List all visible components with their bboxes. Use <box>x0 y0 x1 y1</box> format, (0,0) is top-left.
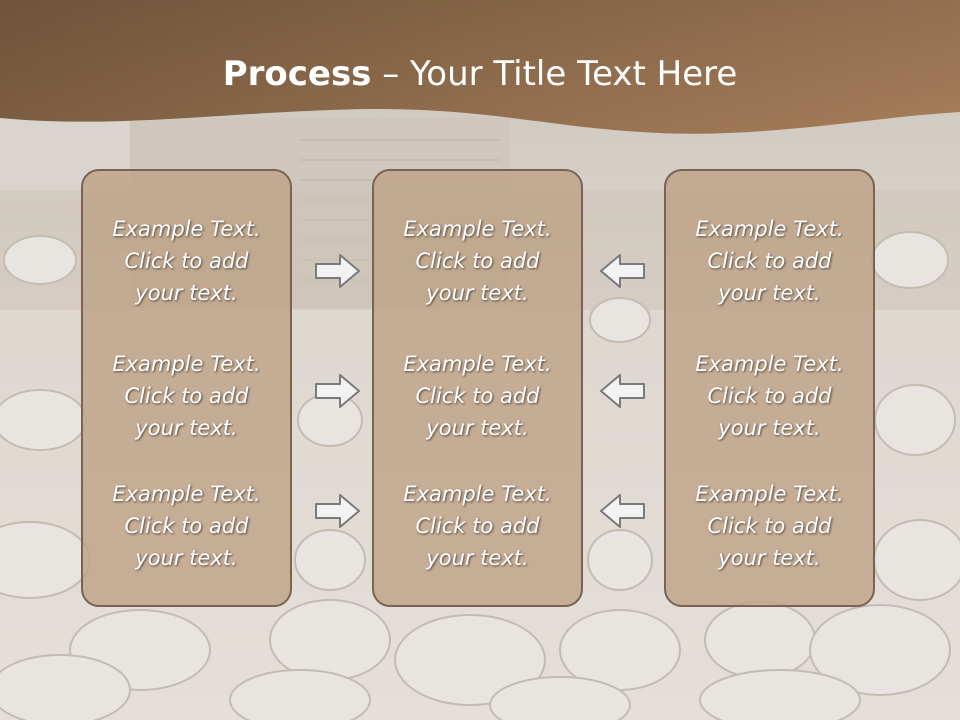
process-panel-right[interactable]: Example Text. Click to add your text. Ex… <box>664 169 875 607</box>
text-line: your text. <box>718 281 821 305</box>
arrow-right-icon <box>315 494 360 528</box>
text-line: Example Text. <box>112 352 261 376</box>
text-line: Click to add <box>124 514 249 538</box>
text-line: Example Text. <box>403 352 552 376</box>
text-line: Click to add <box>707 384 832 408</box>
text-line: Example Text. <box>112 217 261 241</box>
text-line: Example Text. <box>695 352 844 376</box>
text-line: Example Text. <box>403 482 552 506</box>
text-line: your text. <box>135 416 238 440</box>
title-rest: – Your Title Text Here <box>371 54 738 94</box>
panel-text-block[interactable]: Example Text. Click to add your text. <box>83 348 290 444</box>
text-line: your text. <box>135 281 238 305</box>
title-bold: Process <box>222 54 372 94</box>
text-line: Example Text. <box>112 482 261 506</box>
text-line: your text. <box>135 546 238 570</box>
text-line: Click to add <box>707 249 832 273</box>
panel-text-block[interactable]: Example Text. Click to add your text. <box>374 213 581 309</box>
panel-text-block[interactable]: Example Text. Click to add your text. <box>666 348 873 444</box>
text-line: Click to add <box>124 384 249 408</box>
text-line: Click to add <box>124 249 249 273</box>
text-line: Click to add <box>415 514 540 538</box>
text-line: Click to add <box>707 514 832 538</box>
panel-text-block[interactable]: Example Text. Click to add your text. <box>666 478 873 574</box>
text-line: your text. <box>426 281 529 305</box>
panel-text-block[interactable]: Example Text. Click to add your text. <box>374 348 581 444</box>
arrow-left-icon <box>600 374 645 408</box>
text-line: your text. <box>718 416 821 440</box>
text-line: Click to add <box>415 249 540 273</box>
panel-text-block[interactable]: Example Text. Click to add your text. <box>666 213 873 309</box>
process-panel-left[interactable]: Example Text. Click to add your text. Ex… <box>81 169 292 607</box>
text-line: Example Text. <box>695 482 844 506</box>
text-line: your text. <box>718 546 821 570</box>
arrow-left-icon <box>600 254 645 288</box>
arrow-left-icon <box>600 494 645 528</box>
panel-text-block[interactable]: Example Text. Click to add your text. <box>374 478 581 574</box>
arrow-right-icon <box>315 374 360 408</box>
panel-text-block[interactable]: Example Text. Click to add your text. <box>83 213 290 309</box>
text-line: Example Text. <box>403 217 552 241</box>
panel-text-block[interactable]: Example Text. Click to add your text. <box>83 478 290 574</box>
text-line: Click to add <box>415 384 540 408</box>
text-line: Example Text. <box>695 217 844 241</box>
text-line: your text. <box>426 546 529 570</box>
text-line: your text. <box>426 416 529 440</box>
process-panel-center[interactable]: Example Text. Click to add your text. Ex… <box>372 169 583 607</box>
slide-title[interactable]: Process – Your Title Text Here <box>0 52 960 96</box>
arrow-right-icon <box>315 254 360 288</box>
